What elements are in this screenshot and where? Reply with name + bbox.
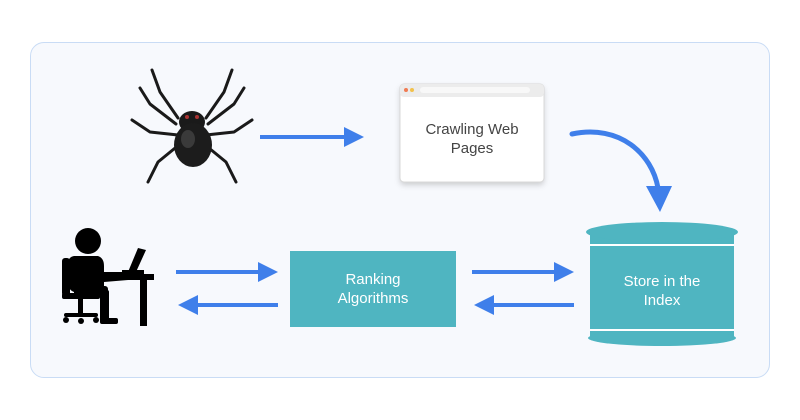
crawling-web-pages-label-line2: Pages [451,140,494,157]
arrow-ranking-to-user [178,295,278,315]
arrow-browser-to-index [569,129,672,212]
store-in-index-label-line2: Index [644,292,681,309]
arrow-ranking-to-index [472,262,574,282]
arrow-spider-to-browser [260,127,364,147]
store-in-index-label-line1: Store in the [624,273,701,290]
crawling-web-pages-label-line1: Crawling Web [425,121,518,138]
user-at-desk-icon [62,228,154,326]
arrow-user-to-ranking [176,262,278,282]
ranking-algorithms-label-line2: Algorithms [338,290,409,307]
arrow-index-to-ranking [474,295,574,315]
ranking-algorithms-box [290,251,456,327]
spider-icon [130,68,254,184]
ranking-algorithms-label-line1: Ranking [345,271,400,288]
browser-window-icon [399,83,545,183]
index-database-cylinder [586,222,738,346]
